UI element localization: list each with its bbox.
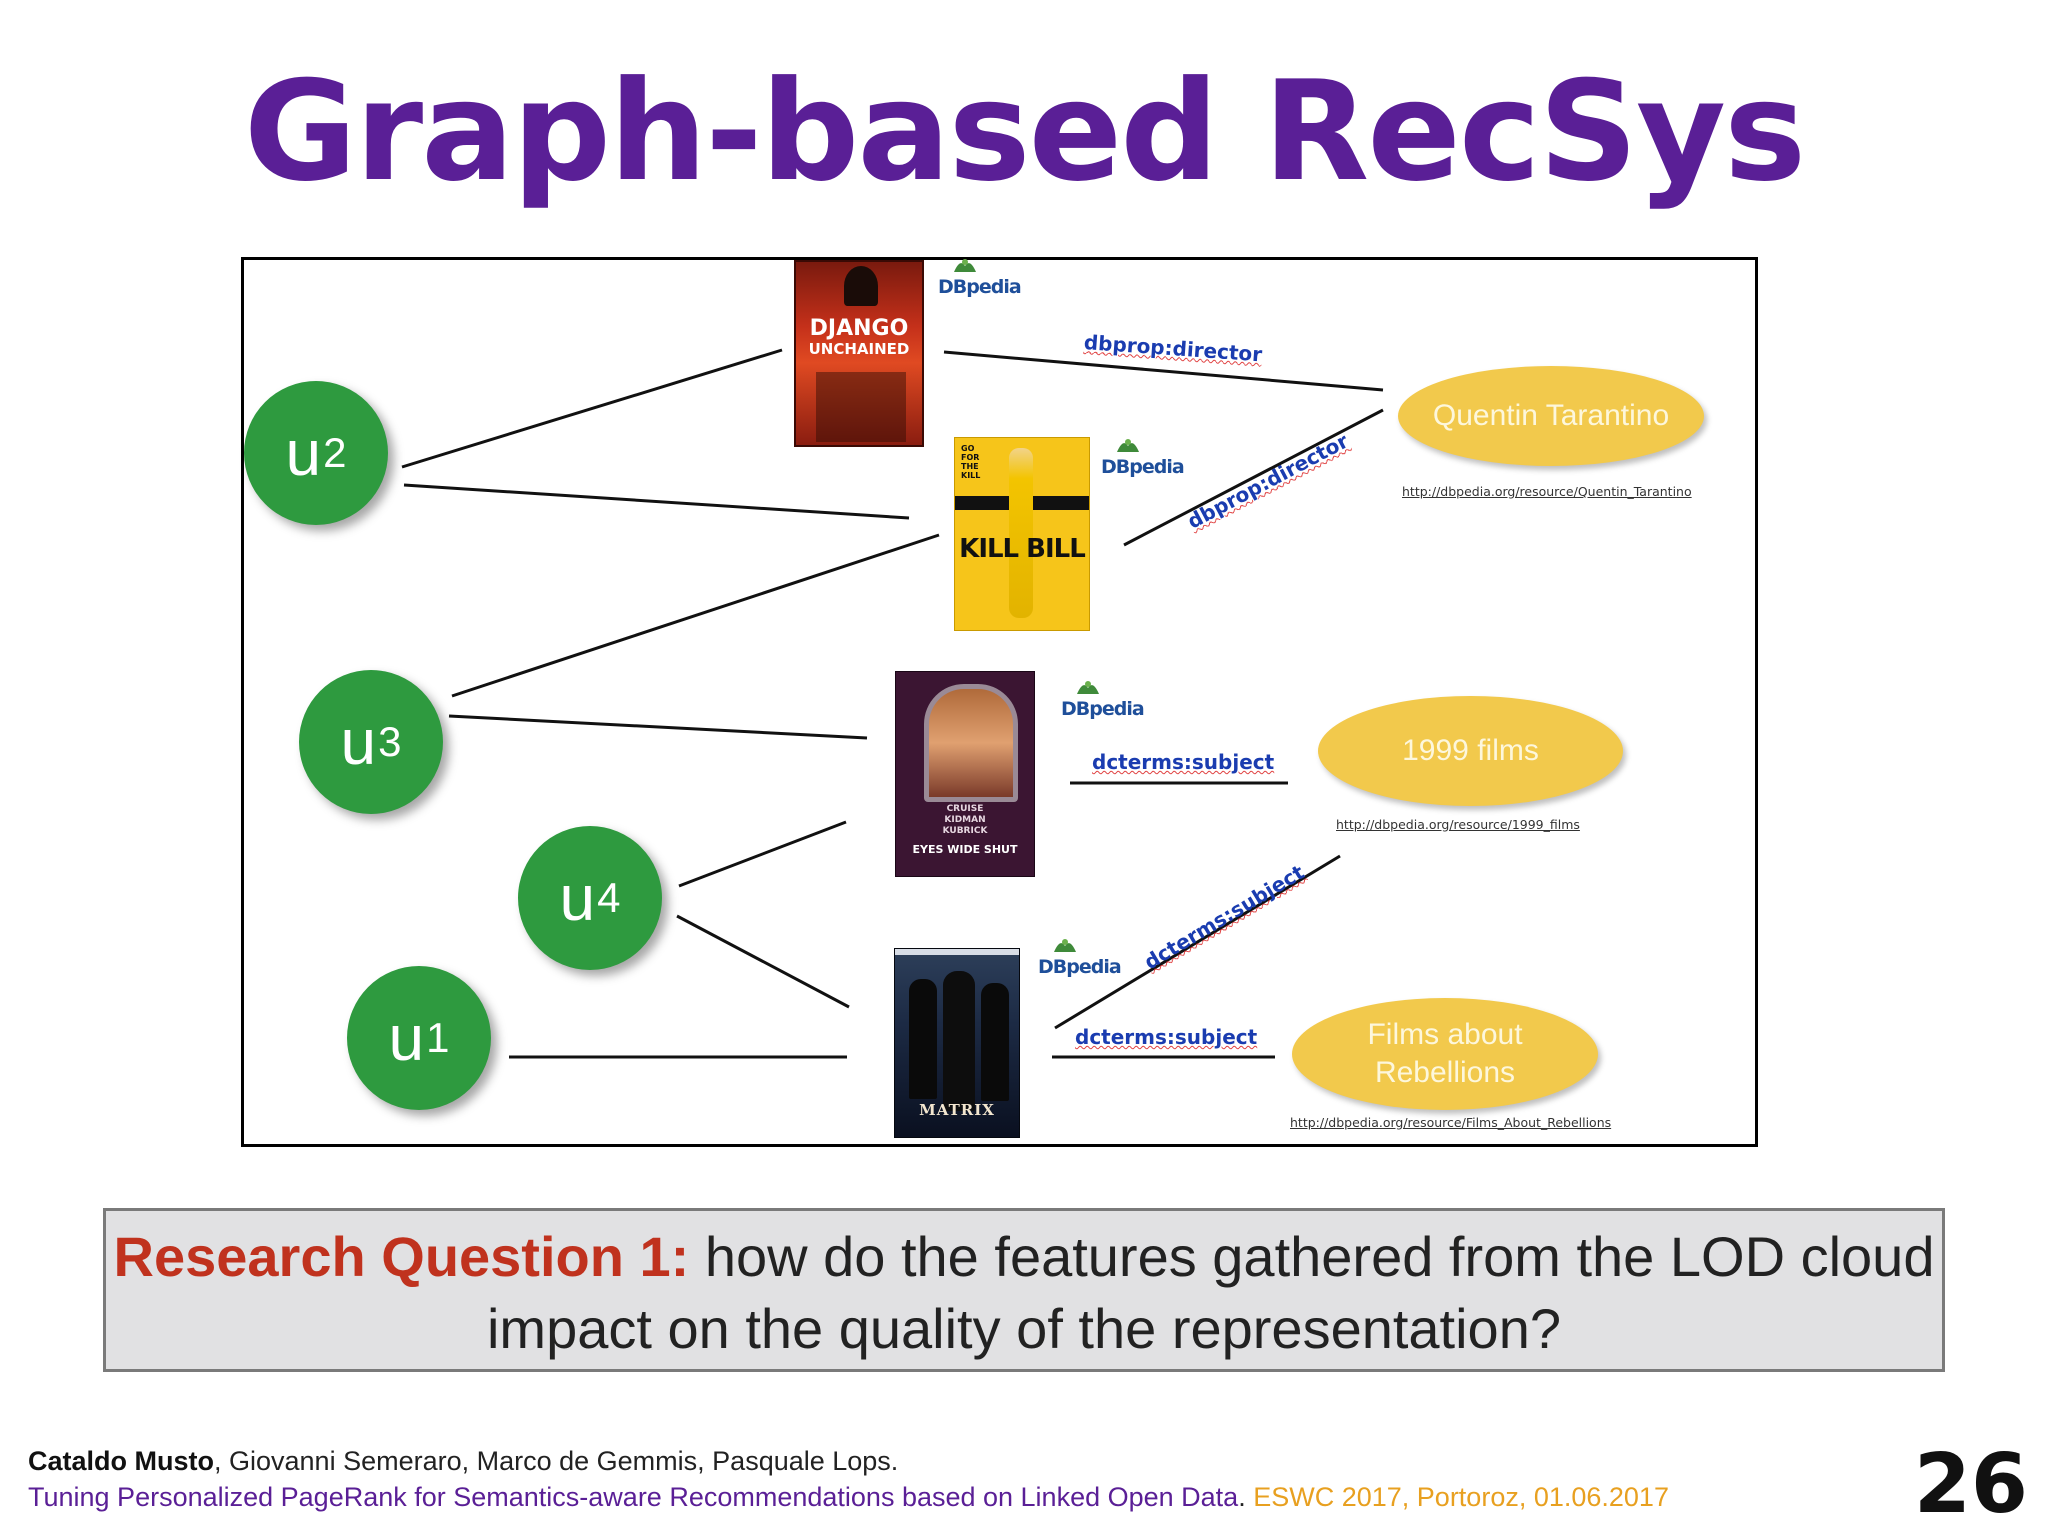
entity-url-quentin-tarantino: http://dbpedia.org/resource/Quentin_Tara… (1402, 484, 1692, 499)
footer-separator: . (1238, 1482, 1254, 1512)
edge-label-subject-1: dcterms:subject (1092, 750, 1275, 774)
poster-eyes-credits: CRUISE KIDMAN KUBRICK (942, 804, 988, 836)
dbpedia-leaf-icon (1117, 439, 1139, 452)
edge-u3-eyes (448, 714, 868, 740)
footer-paper-title: Tuning Personalized PageRank for Semanti… (28, 1482, 1239, 1512)
poster-eyes-title: EYES WIDE SHUT (912, 843, 1018, 856)
poster-django-title: DJANGO (809, 316, 909, 341)
research-question-box: Research Question 1: how do the features… (103, 1208, 1945, 1372)
dbpedia-logo-1: DBpedia (938, 259, 1022, 298)
dbpedia-logo-3: DBpedia (1061, 681, 1145, 720)
entity-quentin-tarantino: Quentin Tarantino (1398, 366, 1704, 466)
poster-django-subtitle: UNCHAINED (808, 340, 910, 358)
entity-url-films-about-rebellions: http://dbpedia.org/resource/Films_About_… (1290, 1115, 1612, 1130)
edge-django-tarantino (943, 350, 1384, 392)
edge-matrix-1999films (1054, 854, 1341, 1030)
footer-lead-author: Cataldo Musto (28, 1446, 214, 1476)
footer-other-authors: , Giovanni Semeraro, Marco de Gemmis, Pa… (214, 1446, 899, 1476)
dbpedia-leaf-icon (1077, 681, 1099, 694)
edge-label-subject-3: dcterms:subject (1075, 1025, 1258, 1049)
graph-figure: DJANGO UNCHAINED GO FOR THE KILL KILL BI… (241, 257, 1758, 1147)
entity-1999-films: 1999 films (1318, 696, 1623, 806)
entity-url-1999-films: http://dbpedia.org/resource/1999_films (1336, 817, 1580, 832)
slide-title: Graph-based RecSys (243, 51, 1806, 212)
dbpedia-leaf-icon (1054, 939, 1076, 952)
poster-django-unchained: DJANGO UNCHAINED (794, 260, 924, 447)
edge-u4-matrix (676, 914, 850, 1009)
poster-kill-bill: GO FOR THE KILL KILL BILL (954, 437, 1090, 631)
entity-films-about-rebellions: Films about Rebellions (1292, 998, 1598, 1110)
edge-u3-killbill (451, 533, 940, 698)
edge-u2-django (401, 348, 783, 469)
graph-edges (401, 348, 1384, 1059)
research-question-label: Research Question 1: (113, 1225, 690, 1288)
edge-u4-eyes (678, 820, 847, 888)
dbpedia-leaf-icon (954, 259, 976, 272)
edge-u2-killbill (403, 483, 910, 520)
edge-killbill-tarantino (1123, 408, 1384, 547)
dbpedia-logo-2: DBpedia (1101, 439, 1185, 478)
poster-matrix: MATRIX (894, 948, 1020, 1138)
poster-eyes-wide-shut: CRUISE KIDMAN KUBRICK EYES WIDE SHUT (895, 671, 1035, 877)
research-question-text: how do the features gathered from the LO… (486, 1225, 1935, 1360)
poster-killbill-title: KILL BILL (959, 534, 1086, 564)
page-number: 26 (1913, 1437, 2028, 1532)
dbpedia-logo-4: DBpedia (1038, 939, 1122, 978)
poster-killbill-tagline: GO FOR THE KILL (961, 444, 981, 480)
poster-matrix-title: MATRIX (919, 1101, 995, 1119)
citation-footer: Cataldo Musto, Giovanni Semeraro, Marco … (28, 1443, 1669, 1515)
footer-venue: ESWC 2017, Portoroz, 01.06.2017 (1253, 1482, 1669, 1512)
